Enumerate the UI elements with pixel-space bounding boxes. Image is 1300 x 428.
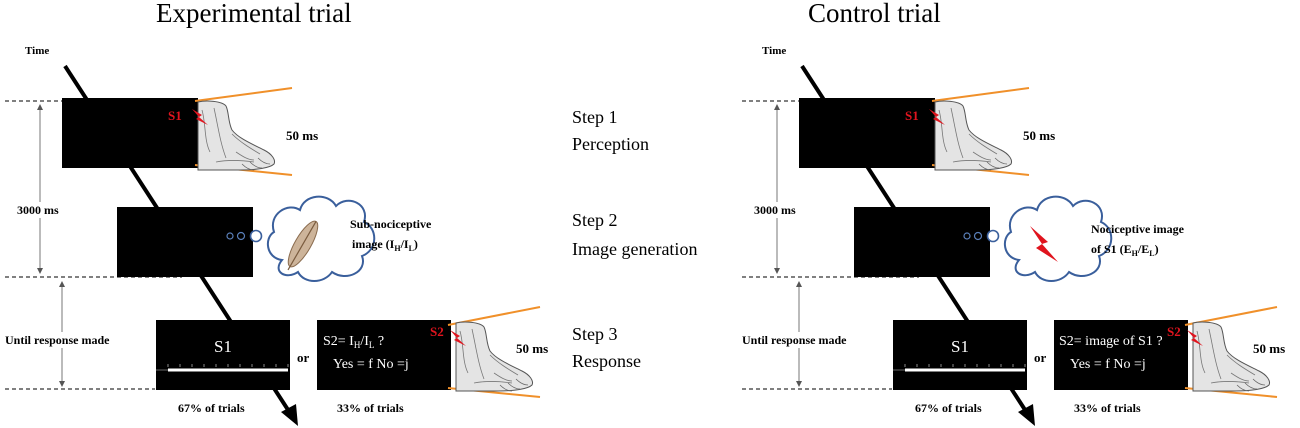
s2-question: S2= image of S1 ? — [1059, 334, 1163, 349]
time-arrowhead — [281, 404, 298, 426]
s2-label: S2 — [430, 324, 444, 339]
until-label: Until response made — [742, 333, 847, 347]
or-label: or — [297, 350, 310, 365]
pct-right: 33% of trials — [337, 401, 404, 415]
pct-left: 67% of trials — [915, 401, 982, 415]
s1-duration: 50 ms — [286, 128, 318, 143]
pct-left: 67% of trials — [178, 401, 245, 415]
time-label: Time — [762, 45, 786, 57]
step-2-desc: Image generation — [572, 239, 697, 259]
feather-icon — [287, 220, 319, 271]
orange-line-top — [931, 87, 1030, 102]
foot-illustration — [934, 100, 1013, 171]
thought-bubble-large — [986, 229, 1000, 243]
or-label: or — [1034, 350, 1047, 365]
s1-screen — [62, 98, 198, 168]
thought-bubble-small — [963, 232, 971, 240]
s2-duration: 50 ms — [516, 341, 548, 356]
s2-screen — [1054, 320, 1188, 390]
s2-label: S2 — [1167, 324, 1181, 339]
s2-question: S2= IH/IL ? — [323, 334, 384, 350]
foot-illustration — [197, 100, 276, 171]
experimental-title: Experimental trial — [156, 0, 352, 28]
response-s1-label: S1 — [951, 337, 969, 356]
image-label-line2: of S1 (EH/EL) — [1091, 242, 1159, 258]
image-label-line1: Sub-nociceptive — [350, 217, 432, 231]
image-label-line2: image (IH/IL) — [352, 237, 418, 253]
orange-line-top — [194, 87, 293, 102]
step-2-name: Step 2 — [572, 210, 618, 230]
lightning-icon — [1030, 226, 1058, 262]
step-labels: Step 1 Perception Step 2 Image generatio… — [572, 107, 697, 371]
pct-right: 33% of trials — [1074, 401, 1141, 415]
foot-illustration-s2 — [455, 321, 534, 392]
control-panel: Control trial Time 3000 ms Until respons… — [741, 0, 1285, 426]
thought-cloud — [1003, 195, 1113, 282]
until-label: Until response made — [5, 333, 110, 347]
time-arrowhead — [1018, 404, 1035, 426]
thought-bubble-large — [249, 229, 263, 243]
s2-screen — [317, 320, 451, 390]
image-screen — [854, 207, 990, 277]
step-1-name: Step 1 — [572, 107, 618, 127]
s2-answer: Yes = f No =j — [333, 357, 409, 372]
s2-answer: Yes = f No =j — [1070, 357, 1146, 372]
thought-bubble-small — [226, 232, 234, 240]
step-1-desc: Perception — [572, 134, 649, 154]
image-label-line1: Nociceptive image — [1091, 222, 1185, 236]
duration-label: 3000 ms — [754, 203, 796, 217]
response-screen — [893, 320, 1027, 390]
step-3-name: Step 3 — [572, 324, 618, 344]
s1-label: S1 — [905, 108, 919, 123]
s2-duration: 50 ms — [1253, 341, 1285, 356]
image-screen — [117, 207, 253, 277]
step-3-desc: Response — [572, 351, 641, 371]
s1-screen — [799, 98, 935, 168]
s1-label: S1 — [168, 108, 182, 123]
response-screen — [156, 320, 290, 390]
control-title: Control trial — [808, 0, 941, 28]
experimental-panel: Experimental trial Time 3000 ms Until re… — [4, 0, 548, 426]
time-label: Time — [25, 45, 49, 57]
response-s1-label: S1 — [214, 337, 232, 356]
duration-label: 3000 ms — [17, 203, 59, 217]
foot-illustration-s2 — [1192, 321, 1271, 392]
s1-duration: 50 ms — [1023, 128, 1055, 143]
